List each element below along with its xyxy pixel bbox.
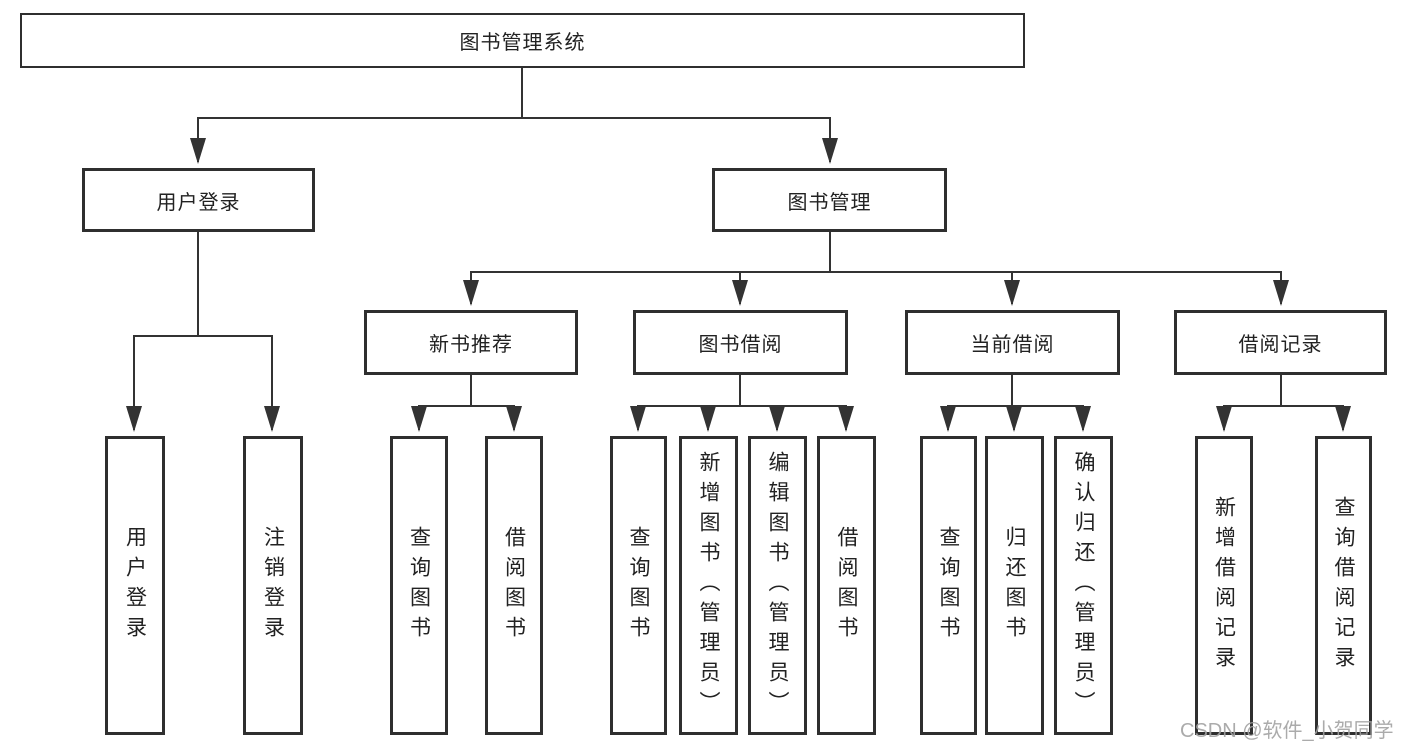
leaf-borrow-books: 借阅图书 bbox=[817, 436, 876, 735]
leaf-add-book-admin: 新增图书（管理员） bbox=[679, 436, 738, 735]
leaf-user-login: 用户登录 bbox=[105, 436, 165, 735]
leaf-label: 归还图书 bbox=[1003, 525, 1026, 646]
node-label: 借阅记录 bbox=[1238, 334, 1323, 356]
leaf-query-borrow-record: 查询借阅记录 bbox=[1315, 436, 1372, 735]
user-login-branch-connector bbox=[126, 232, 280, 432]
node-borrow-record: 借阅记录 bbox=[1174, 310, 1387, 375]
node-user-login: 用户登录 bbox=[82, 168, 315, 232]
leaf-query-books-recommend: 查询图书 bbox=[390, 436, 448, 735]
node-book-borrow: 图书借阅 bbox=[633, 310, 848, 375]
leaf-label: 确认归还（管理员） bbox=[1072, 450, 1095, 721]
leaf-logout: 注销登录 bbox=[243, 436, 303, 735]
node-new-book-recommend: 新书推荐 bbox=[364, 310, 578, 375]
node-label: 用户登录 bbox=[156, 191, 241, 214]
current-borrow-connector bbox=[940, 375, 1091, 432]
leaf-label: 编辑图书（管理员） bbox=[766, 450, 789, 721]
leaf-label: 新增图书（管理员） bbox=[697, 450, 720, 721]
leaf-label: 查询图书 bbox=[627, 525, 650, 646]
node-label: 新书推荐 bbox=[429, 334, 513, 356]
node-label: 当前借阅 bbox=[970, 334, 1055, 356]
leaf-confirm-return-admin: 确认归还（管理员） bbox=[1054, 436, 1113, 735]
node-label: 图书借阅 bbox=[698, 334, 783, 356]
new-book-recommend-connector bbox=[411, 375, 522, 432]
book-management-branch-connector bbox=[463, 232, 1289, 306]
leaf-label: 注销登录 bbox=[261, 525, 285, 646]
node-label: 图书管理系统 bbox=[459, 32, 586, 54]
borrow-record-connector bbox=[1216, 375, 1351, 432]
leaf-return-book: 归还图书 bbox=[985, 436, 1044, 735]
node-book-management: 图书管理 bbox=[712, 168, 947, 232]
node-library-management-system: 图书管理系统 bbox=[20, 13, 1025, 68]
leaf-borrow-books-recommend: 借阅图书 bbox=[485, 436, 543, 735]
leaf-label: 查询图书 bbox=[407, 525, 431, 646]
leaf-label: 用户登录 bbox=[123, 525, 147, 646]
node-current-borrow: 当前借阅 bbox=[905, 310, 1120, 375]
leaf-label: 查询借阅记录 bbox=[1332, 495, 1355, 676]
leaf-query-books-current: 查询图书 bbox=[920, 436, 977, 735]
leaf-label: 借阅图书 bbox=[835, 525, 858, 646]
root-branch-connector bbox=[190, 68, 838, 164]
leaf-label: 新增借阅记录 bbox=[1212, 495, 1236, 676]
book-borrow-connector bbox=[630, 375, 854, 432]
leaf-edit-book-admin: 编辑图书（管理员） bbox=[748, 436, 807, 735]
csdn-watermark: CSDN @软件_小贺同学 bbox=[1180, 720, 1394, 742]
leaf-add-borrow-record: 新增借阅记录 bbox=[1195, 436, 1253, 735]
node-label: 图书管理 bbox=[787, 191, 872, 214]
leaf-label: 查询图书 bbox=[937, 525, 960, 646]
leaf-label: 借阅图书 bbox=[502, 525, 526, 646]
leaf-query-books-borrow: 查询图书 bbox=[610, 436, 667, 735]
